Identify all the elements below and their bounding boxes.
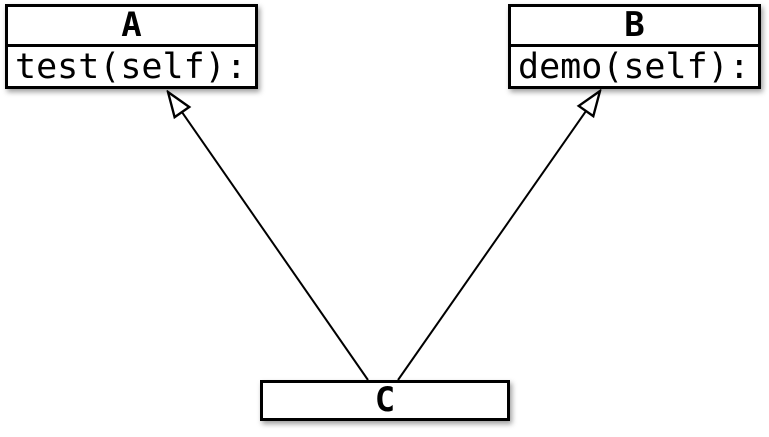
inheritance-arrow-c-to-a <box>168 92 369 381</box>
inheritance-arrow-c-to-b <box>397 91 600 381</box>
class-b-method: demo(self): <box>518 47 750 86</box>
class-b-title: B <box>511 7 758 47</box>
class-box-b: B demo(self): <box>508 4 761 89</box>
class-a-method: test(self): <box>15 47 247 86</box>
class-c-title: C <box>374 383 396 418</box>
class-box-c: C <box>260 380 510 421</box>
class-a-title: A <box>8 7 255 47</box>
class-box-a: A test(self): <box>5 4 258 89</box>
